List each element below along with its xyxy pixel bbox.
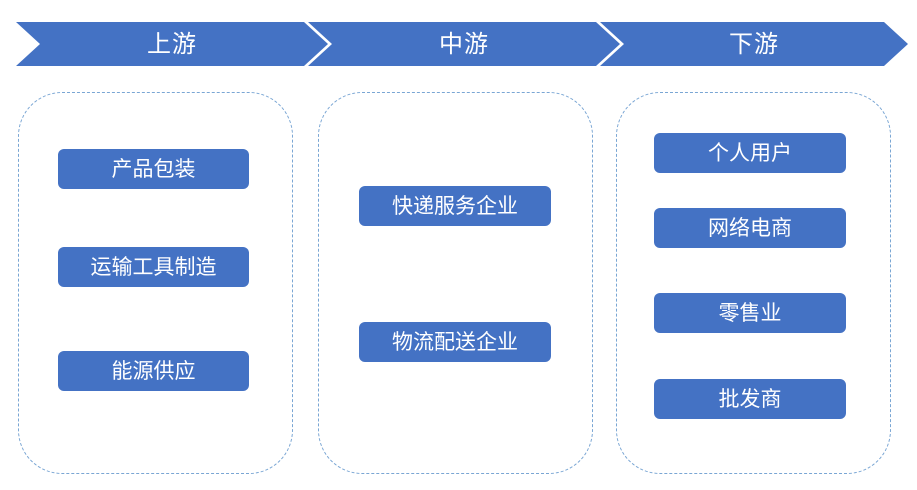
- stage-title-midstream: 中游: [439, 30, 489, 58]
- stage-title-upstream: 上游: [147, 30, 197, 58]
- panel-midstream: [318, 92, 593, 474]
- panel-downstream: [616, 92, 891, 474]
- downstream-item-e-commerce: 网络电商: [654, 208, 846, 248]
- upstream-item-product-packaging: 产品包装: [58, 149, 249, 189]
- stage-chevron-midstream: [308, 22, 620, 66]
- midstream-item-express-companies: 快递服务企业: [359, 186, 551, 226]
- midstream-item-logistics-companies: 物流配送企业: [359, 322, 551, 362]
- downstream-item-wholesale: 批发商: [654, 379, 846, 419]
- panel-upstream: [18, 92, 293, 474]
- downstream-item-individual-users: 个人用户: [654, 133, 846, 173]
- upstream-item-energy-supply: 能源供应: [58, 351, 249, 391]
- stage-chevron-downstream: [600, 22, 908, 66]
- stage-chevron-upstream: [16, 22, 328, 66]
- stage-title-downstream: 下游: [729, 30, 779, 58]
- downstream-item-retail: 零售业: [654, 293, 846, 333]
- upstream-item-transport-equipment: 运输工具制造: [58, 247, 249, 287]
- stage-chevron-bar: [16, 22, 908, 66]
